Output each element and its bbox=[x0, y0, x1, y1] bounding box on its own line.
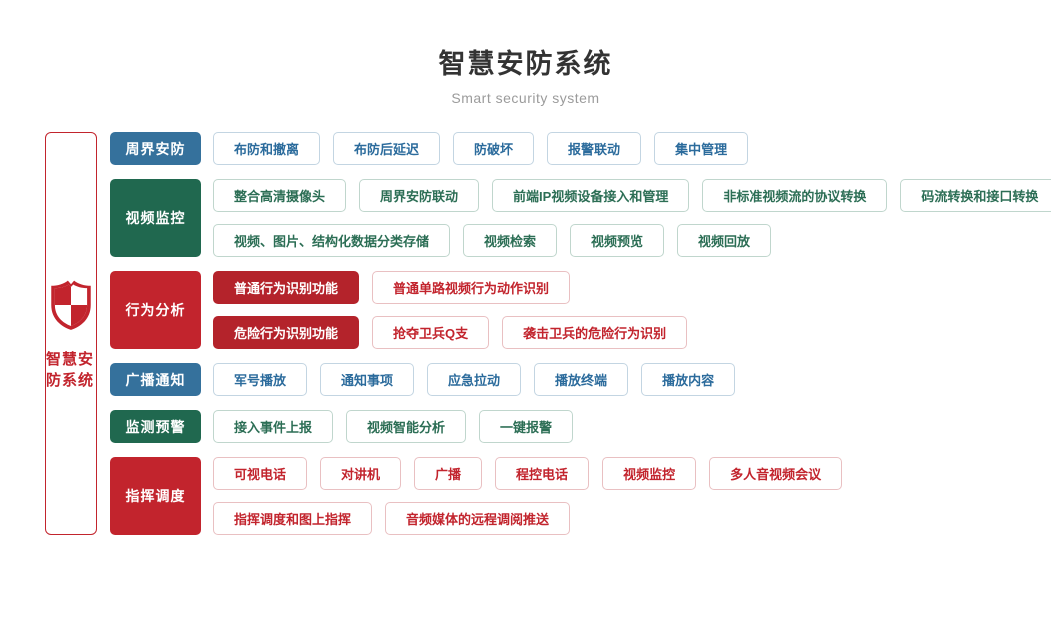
feature-chip: 视频智能分析 bbox=[346, 410, 467, 443]
page-subtitle: Smart security system bbox=[451, 90, 600, 106]
smart-security-diagram: 智慧安防系统 周界安防布防和撤离布防后延迟防破坏报警联动集中管理视频监控整合高清… bbox=[45, 132, 1051, 535]
feature-chip: 视频回放 bbox=[677, 224, 772, 257]
category-label-command-dispatch: 指挥调度 bbox=[110, 457, 201, 535]
feature-chip: 前端IP视频设备接入和管理 bbox=[492, 179, 690, 212]
feature-chip: 音频媒体的远程调阅推送 bbox=[385, 502, 571, 535]
feature-chip: 危险行为识别功能 bbox=[213, 316, 360, 349]
feature-chip-row: 整合高清摄像头周界安防联动前端IP视频设备接入和管理非标准视频流的协议转换码流转… bbox=[213, 179, 1051, 212]
feature-chip-rows: 军号播放通知事项应急拉动播放终端播放内容 bbox=[213, 363, 736, 396]
category-label-perimeter-security: 周界安防 bbox=[110, 132, 201, 165]
feature-chip: 对讲机 bbox=[320, 457, 402, 490]
feature-chip: 布防和撤离 bbox=[213, 132, 321, 165]
category-row-broadcast-notice: 广播通知军号播放通知事项应急拉动播放终端播放内容 bbox=[110, 363, 1051, 396]
category-row-behavior-analysis: 行为分析普通行为识别功能普通单路视频行为动作识别危险行为识别功能抢夺卫兵Q支袭击… bbox=[110, 271, 1051, 349]
page-title: 智慧安防系统 bbox=[438, 49, 613, 79]
feature-chip: 普通行为识别功能 bbox=[213, 271, 360, 304]
feature-chip: 军号播放 bbox=[213, 363, 308, 396]
feature-chip-row: 可视电话对讲机广播程控电话视频监控多人音视频会议 bbox=[213, 457, 843, 490]
feature-chip: 一键报警 bbox=[479, 410, 574, 443]
feature-chip: 多人音视频会议 bbox=[709, 457, 843, 490]
feature-chip-row: 军号播放通知事项应急拉动播放终端播放内容 bbox=[213, 363, 736, 396]
feature-chip: 非标准视频流的协议转换 bbox=[702, 179, 888, 212]
root-node: 智慧安防系统 bbox=[45, 132, 97, 535]
feature-chip: 码流转换和接口转换 bbox=[900, 179, 1051, 212]
category-row-monitor-warning: 监测预警接入事件上报视频智能分析一键报警 bbox=[110, 410, 1051, 443]
feature-chip-row: 布防和撤离布防后延迟防破坏报警联动集中管理 bbox=[213, 132, 749, 165]
feature-chip-rows: 可视电话对讲机广播程控电话视频监控多人音视频会议指挥调度和图上指挥音频媒体的远程… bbox=[213, 457, 843, 535]
feature-chip: 接入事件上报 bbox=[213, 410, 334, 443]
feature-chip: 报警联动 bbox=[547, 132, 642, 165]
category-row-video-surveillance: 视频监控整合高清摄像头周界安防联动前端IP视频设备接入和管理非标准视频流的协议转… bbox=[110, 179, 1051, 257]
feature-chip: 播放内容 bbox=[641, 363, 736, 396]
category-rows: 周界安防布防和撤离布防后延迟防破坏报警联动集中管理视频监控整合高清摄像头周界安防… bbox=[110, 132, 1051, 535]
feature-chip: 视频预览 bbox=[570, 224, 665, 257]
category-row-command-dispatch: 指挥调度可视电话对讲机广播程控电话视频监控多人音视频会议指挥调度和图上指挥音频媒… bbox=[110, 457, 1051, 535]
feature-chip-row: 视频、图片、结构化数据分类存储视频检索视频预览视频回放 bbox=[213, 224, 1051, 257]
feature-chip: 布防后延迟 bbox=[333, 132, 441, 165]
feature-chip: 周界安防联动 bbox=[359, 179, 480, 212]
feature-chip: 抢夺卫兵Q支 bbox=[372, 316, 490, 349]
feature-chip-rows: 接入事件上报视频智能分析一键报警 bbox=[213, 410, 574, 443]
feature-chip: 视频监控 bbox=[602, 457, 697, 490]
category-label-broadcast-notice: 广播通知 bbox=[110, 363, 201, 396]
feature-chip: 指挥调度和图上指挥 bbox=[213, 502, 373, 535]
feature-chip-row: 普通行为识别功能普通单路视频行为动作识别 bbox=[213, 271, 687, 304]
feature-chip: 广播 bbox=[414, 457, 483, 490]
category-label-behavior-analysis: 行为分析 bbox=[110, 271, 201, 349]
feature-chip-row: 指挥调度和图上指挥音频媒体的远程调阅推送 bbox=[213, 502, 842, 535]
feature-chip-rows: 布防和撤离布防后延迟防破坏报警联动集中管理 bbox=[213, 132, 749, 165]
feature-chip: 整合高清摄像头 bbox=[213, 179, 347, 212]
feature-chip: 应急拉动 bbox=[427, 363, 522, 396]
feature-chip: 集中管理 bbox=[654, 132, 749, 165]
feature-chip-row: 接入事件上报视频智能分析一键报警 bbox=[213, 410, 574, 443]
feature-chip: 可视电话 bbox=[213, 457, 308, 490]
category-label-monitor-warning: 监测预警 bbox=[110, 410, 201, 443]
category-label-video-surveillance: 视频监控 bbox=[110, 179, 201, 257]
shield-icon bbox=[51, 280, 91, 330]
category-row-perimeter-security: 周界安防布防和撤离布防后延迟防破坏报警联动集中管理 bbox=[110, 132, 1051, 165]
feature-chip: 袭击卫兵的危险行为识别 bbox=[502, 316, 688, 349]
feature-chip: 播放终端 bbox=[534, 363, 629, 396]
feature-chip: 视频检索 bbox=[463, 224, 558, 257]
feature-chip: 视频、图片、结构化数据分类存储 bbox=[213, 224, 451, 257]
feature-chip: 防破坏 bbox=[453, 132, 535, 165]
page-header: 智慧安防系统 Smart security system bbox=[0, 0, 1051, 106]
feature-chip: 通知事项 bbox=[320, 363, 415, 396]
feature-chip: 普通单路视频行为动作识别 bbox=[372, 271, 571, 304]
root-label: 智慧安防系统 bbox=[46, 350, 95, 389]
feature-chip-rows: 普通行为识别功能普通单路视频行为动作识别危险行为识别功能抢夺卫兵Q支袭击卫兵的危… bbox=[213, 271, 688, 349]
feature-chip-rows: 整合高清摄像头周界安防联动前端IP视频设备接入和管理非标准视频流的协议转换码流转… bbox=[213, 179, 1051, 257]
feature-chip-row: 危险行为识别功能抢夺卫兵Q支袭击卫兵的危险行为识别 bbox=[213, 316, 688, 349]
feature-chip: 程控电话 bbox=[495, 457, 590, 490]
